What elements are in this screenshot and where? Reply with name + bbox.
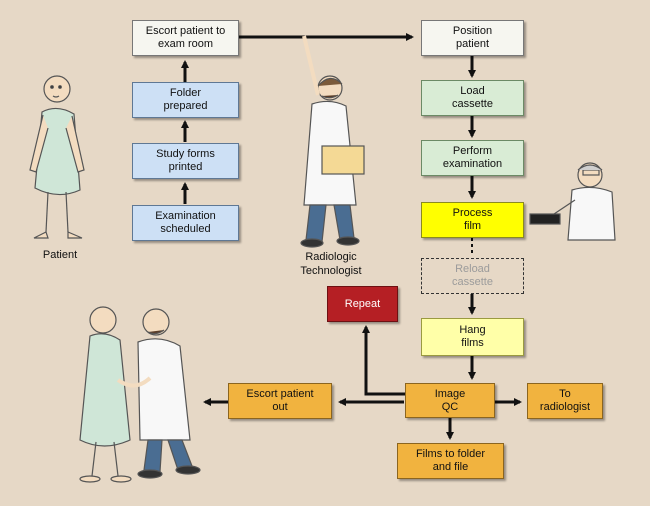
to-radiologist-box: To radiologist bbox=[527, 383, 603, 419]
escort-figure bbox=[79, 306, 201, 483]
radiologist-figure bbox=[529, 162, 616, 241]
escort-to-exam-box: Escort patient to exam room bbox=[132, 20, 239, 56]
load-cassette-box: Load cassette bbox=[421, 80, 524, 116]
study-forms-box: Study forms printed bbox=[132, 143, 239, 179]
technologist-caption: Radiologic Technologist bbox=[300, 251, 362, 277]
position-patient-box: Position patient bbox=[421, 20, 524, 56]
repeat-box: Repeat bbox=[327, 286, 398, 322]
technologist-figure bbox=[300, 35, 365, 248]
process-film-box: Process film bbox=[421, 202, 524, 238]
reload-cassette-box: Reload cassette bbox=[421, 258, 524, 294]
hang-films-box: Hang films bbox=[421, 318, 524, 356]
image-qc-box: Image QC bbox=[405, 383, 495, 418]
perform-examination-box: Perform examination bbox=[421, 140, 524, 176]
arrow-qc-to-repeat bbox=[362, 325, 410, 396]
folder-prepared-box: Folder prepared bbox=[132, 82, 239, 118]
films-to-folder-box: Films to folder and file bbox=[397, 443, 504, 479]
patient-caption: Patient bbox=[42, 249, 78, 261]
exam-scheduled-box: Examination scheduled bbox=[132, 205, 239, 241]
patient-figure bbox=[29, 75, 85, 239]
escort-out-box: Escort patient out bbox=[228, 383, 332, 419]
